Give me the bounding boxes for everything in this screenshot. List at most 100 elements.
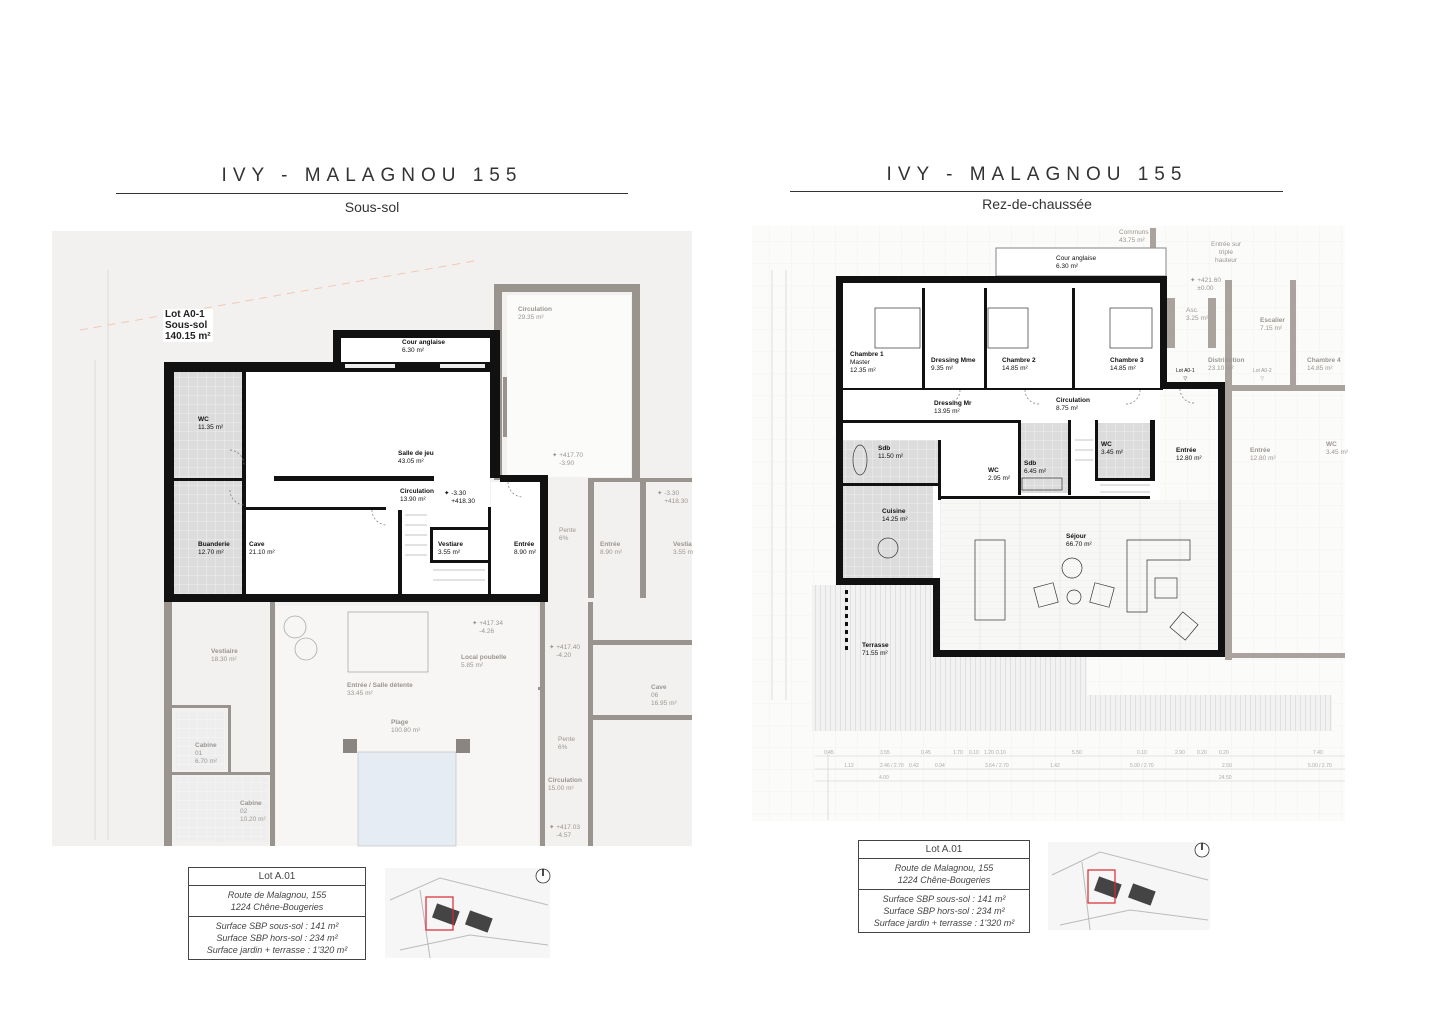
level-marker: ✦ +417.40-4.20 [549,644,580,659]
room-name: Entrée [600,541,621,548]
dimension: 0.42 [909,763,919,769]
level-marker: ✦ +421.60±0.00 [1190,277,1221,292]
info-lot: Lot A.01 [189,868,365,886]
level-value: -4.57 [556,832,572,839]
dimension: 1.20 [984,750,994,756]
room-name: Cave [249,541,265,548]
room-name: Entrée [1250,447,1271,454]
room-name: WC [1101,441,1112,448]
tiled-area-wc-buanderie [174,372,242,594]
room-name: WC [1326,441,1337,448]
dimension: 5.50 [1072,750,1082,756]
site-map-highlight [425,896,454,931]
room-name: Chambre 3 [1110,357,1144,364]
room-name: Cuisine [882,508,906,515]
room-area: 29.35 m² [518,314,544,321]
room-area: 6.30 m² [1056,263,1079,270]
room-area: 13.90 m² [400,496,426,503]
dimension: 0.45 [824,750,834,756]
room-name: Circulation [400,488,434,495]
room-name: Distribution [1208,357,1245,364]
room-area: 10.20 m² [240,816,266,823]
room-area: 12.80 m² [1176,455,1202,462]
room-name: Cabine [240,800,262,807]
room-area: 12.70 m² [198,549,224,556]
room-area: 8.75 m² [1056,405,1079,412]
address-line: Route de Malagnou, 155 [894,863,994,873]
room-name: WC [988,467,999,474]
room-area: 7.15 m² [1260,325,1283,332]
room-area: 14.85 m² [1110,365,1136,372]
dimension: 0.94 [935,763,945,769]
room-name: Dressing Mme [931,357,976,364]
room-area: 3.55 m [673,549,693,556]
level-value: +417.03 [556,824,580,831]
room-name: Communs [1119,229,1149,236]
room-area: 12.80 m² [1250,455,1276,462]
room-name: Asc. [1186,307,1199,314]
title-divider [116,193,628,194]
level-value: +417.40 [556,644,580,651]
level-value: +417.70 [559,452,583,459]
dimension: 0.20 [1197,750,1207,756]
room-area: 8.90 m² [600,549,623,556]
lot-marker: Lot A0-2▽ [1253,367,1272,383]
dimension: 3.55 [880,750,890,756]
dimension: 24.50 [1219,775,1232,781]
room-name: Circulation [1056,397,1090,404]
room-name: Cave [651,684,667,691]
room-area: 100.80 m² [391,727,421,734]
dimension: 7.40 [1313,750,1323,756]
room-name: Chambre 4 [1307,357,1341,364]
surface-line: Surface SBP hors-sol : 234 m² [216,933,338,943]
site-map-rez [1048,842,1210,931]
surface-line: Surface SBP sous-sol : 141 m² [882,894,1006,904]
dimension: 1.42 [1050,763,1060,769]
sheet-title: IVY - MALAGNOU 155 [886,164,1188,185]
room-name: Salle de jeu [398,450,434,457]
room-name: Pente [558,736,575,743]
level-value: +417.34 [479,620,503,627]
site-map-highlight [1087,869,1116,904]
context-room-label: Asc.3.25 m² [1186,307,1208,323]
room-area: 14.85 m² [1002,365,1028,372]
dimension: 0.20 [1219,750,1229,756]
room-name: Local poubelle [461,654,507,661]
room-area: 71.55 m² [862,650,888,657]
furniture-rez [852,307,1199,641]
room-name: Sdb [878,445,891,452]
room-area: 23.10 m² [1208,365,1234,372]
room-area: 3.45 m² [1326,449,1349,456]
room-name: Cour anglaise [1056,255,1097,262]
room-name: Entrée [514,541,535,548]
dimension: 2.46 / 2.70 [880,763,904,769]
room-area: 9.35 m² [931,365,954,372]
walls-sous-sol [164,330,548,602]
room-area: 8.90 m² [514,549,537,556]
room-name: Vestiaire [211,648,238,655]
room-name: Dressing Mr [934,400,972,407]
room-name: Cabine [195,742,217,749]
room-name: Cour anglaise [402,339,445,346]
